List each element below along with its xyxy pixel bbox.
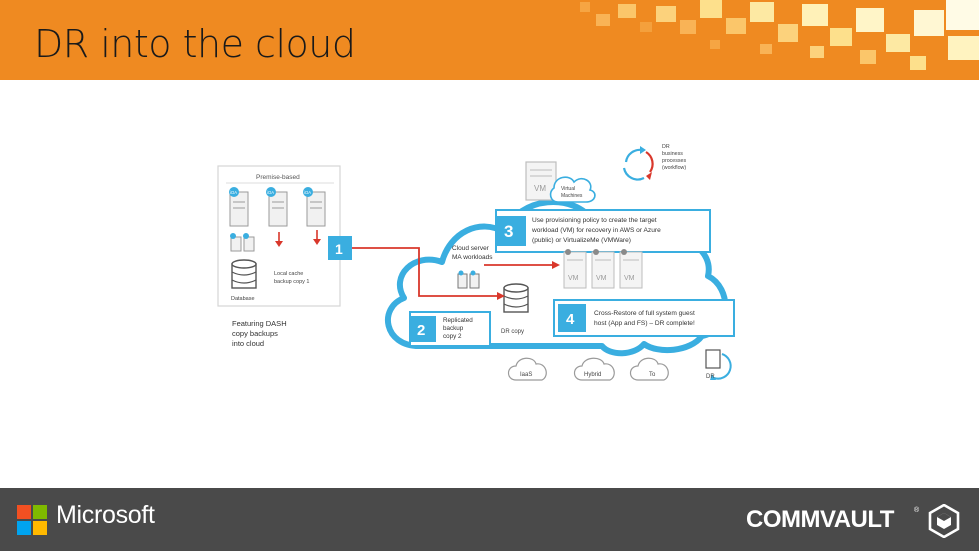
commvault-logo-icon — [928, 504, 960, 538]
onprem-title: Premise-based — [256, 174, 300, 181]
decorative-mosaic — [580, 0, 979, 70]
vm-cluster-icon: VM VM VM — [563, 249, 643, 289]
svg-text:DR: DR — [706, 374, 715, 380]
cloud-server-label: Cloud server MA workloads — [452, 245, 493, 261]
step-4-label: Cross-Restore of full system guest host … — [594, 310, 697, 327]
onprem-panel: Premise-based iDA iDA iDA — [217, 165, 341, 307]
svg-text:VM: VM — [624, 275, 635, 282]
svg-text:VM: VM — [568, 275, 579, 282]
cloud-type-hybrid: Hybrid — [573, 357, 615, 381]
svg-text:Hybrid: Hybrid — [584, 372, 601, 378]
step-3-box: 3 Use provisioning policy to create the … — [495, 209, 711, 253]
dr-copy-database-icon — [503, 283, 529, 313]
small-server-icon — [230, 233, 255, 252]
footer-bar: Microsoft COMMVAULT ® — [0, 488, 979, 551]
step-3-number: 3 — [504, 222, 513, 241]
database-icon — [231, 259, 257, 289]
slide-title: DR into the cloud — [34, 22, 356, 66]
ida-badge: iDA — [304, 190, 311, 195]
ida-badge: iDA — [230, 190, 237, 195]
dr-cloud-diagram: Premise-based iDA iDA iDA — [217, 144, 735, 381]
svg-text:VM: VM — [596, 275, 607, 282]
svg-text:IaaS: IaaS — [520, 372, 532, 378]
svg-text:To: To — [649, 372, 656, 378]
vm-label: VM — [534, 184, 546, 193]
server-icon: iDA — [266, 187, 288, 227]
dr-copy-label: DR copy — [501, 329, 524, 335]
cloud-type-to: To — [629, 357, 669, 381]
step-4-box: 4 Cross-Restore of full system guest hos… — [553, 299, 735, 337]
ida-badge: iDA — [267, 190, 274, 195]
microsoft-logo-icon — [17, 505, 47, 535]
registered-mark: ® — [914, 507, 920, 514]
step-2-number: 2 — [417, 322, 425, 339]
microsoft-wordmark: Microsoft — [56, 501, 155, 529]
virtual-machines-label: Virtual Machines — [561, 186, 583, 199]
step-1-badge: 1 — [328, 236, 352, 260]
dr-business-label: DR business processes (workflow) — [662, 144, 688, 171]
workflow-cycle-icon: DR business processes (workflow) — [622, 144, 688, 181]
local-cache-label: Local cache backup copy 1 — [274, 271, 309, 285]
cloud-server-icon — [457, 270, 480, 289]
dr-document-icon: DR — [705, 349, 732, 380]
replication-arrow — [344, 247, 560, 300]
header-bar: DR into the cloud — [0, 0, 979, 80]
step-2-label: Replicated backup copy 2 — [443, 317, 475, 340]
dash-caption: Featuring DASH copy backups into cloud — [232, 319, 289, 348]
step-1-number: 1 — [335, 241, 343, 257]
cloud-type-iaas: IaaS — [507, 357, 547, 381]
step-4-number: 4 — [566, 311, 575, 328]
step-2-box: 2 Replicated backup copy 2 — [409, 311, 491, 347]
step-3-label: Use provisioning policy to create the ta… — [531, 217, 663, 244]
server-icon: iDA — [303, 187, 326, 227]
virtual-machine-icon: VM Virtual Machines — [525, 161, 596, 203]
commvault-wordmark: COMMVAULT — [746, 506, 894, 533]
server-icon: iDA — [229, 187, 249, 227]
database-label: Database — [231, 296, 255, 302]
